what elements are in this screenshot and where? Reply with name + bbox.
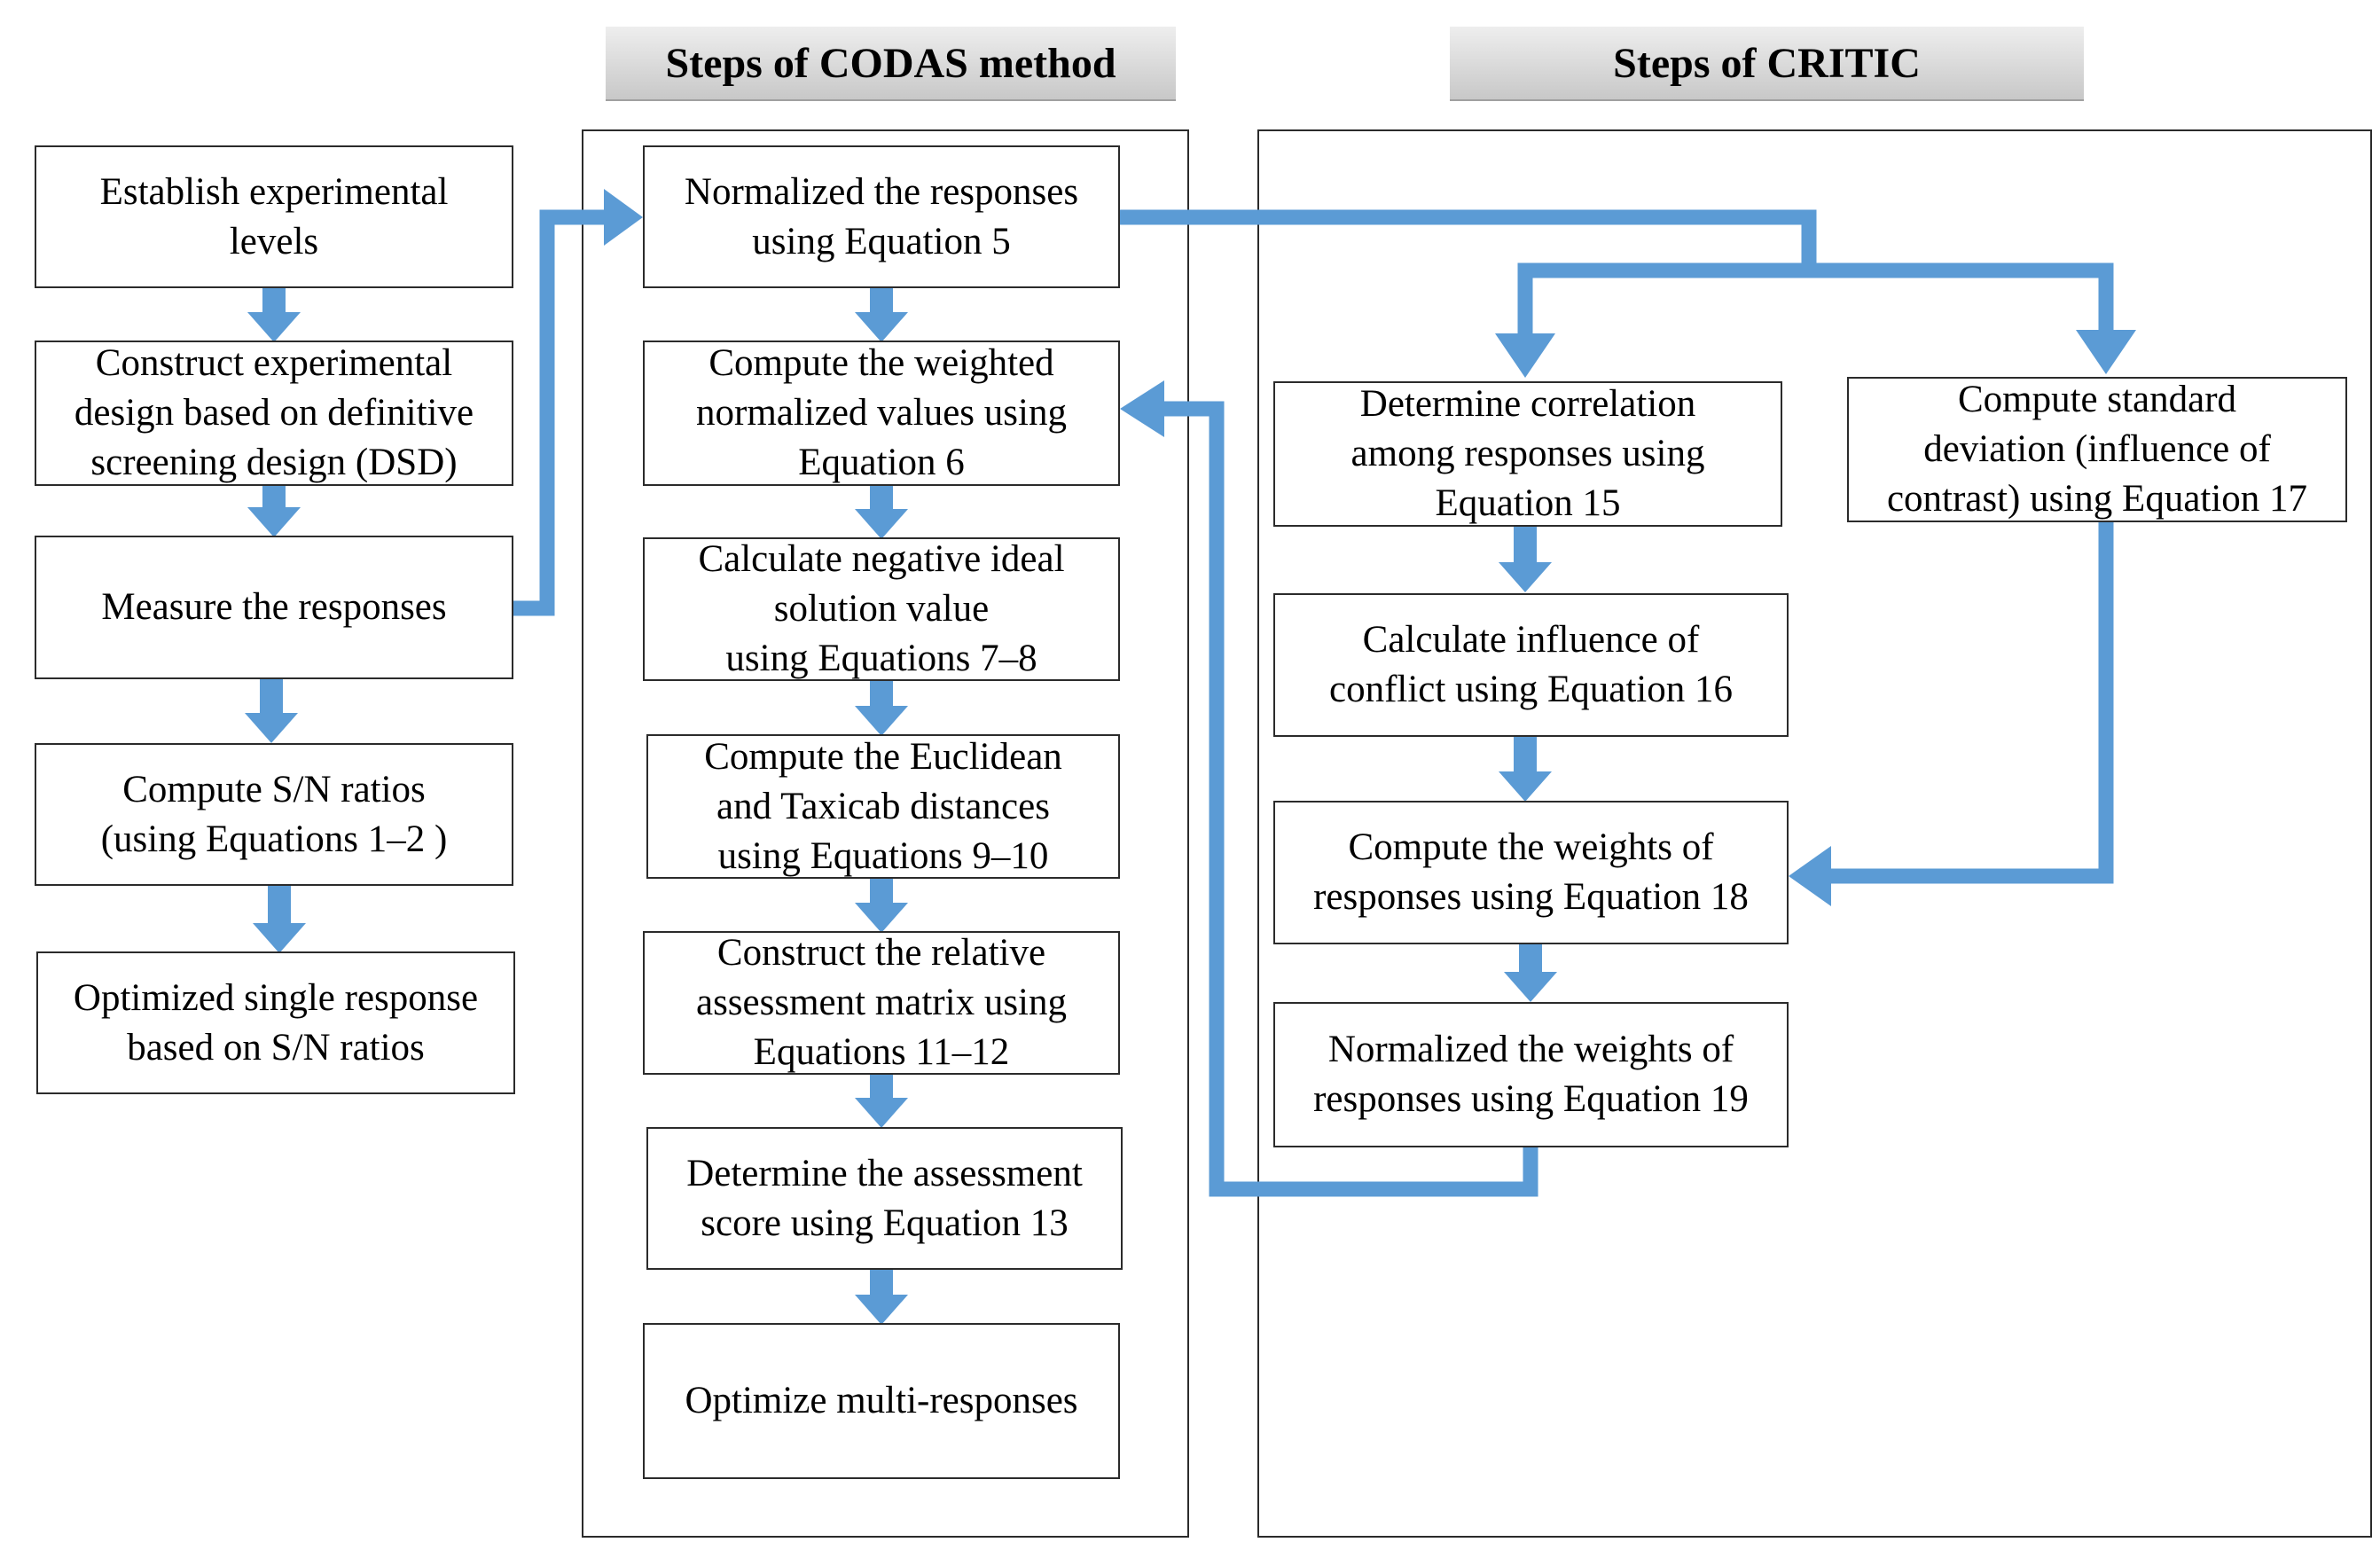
arrow-negative-distances-head (855, 706, 908, 736)
arrow-conflict-weights-head (1499, 771, 1552, 802)
arrow-feedback-line (1162, 401, 1538, 1197)
arrow-normalize-critic-line (1120, 209, 1817, 337)
std-deviation-box: Compute standard deviation (influence of… (1847, 377, 2347, 522)
negative-ideal-box: Calculate negative ideal solution value … (643, 537, 1120, 681)
arrow-stddev-weights-line (1829, 522, 2114, 884)
arrow-design-measure-head (247, 507, 301, 537)
arrow-correlation-conflict-head (1499, 562, 1552, 592)
arrow-feedback-head (1120, 380, 1164, 437)
normalize-responses-box: Normalized the responses using Equation … (643, 145, 1120, 288)
correlation-box: Determine correlation among responses us… (1273, 381, 1782, 527)
codas-panel (582, 129, 1189, 1538)
arrow-matrix-score-head (855, 1098, 908, 1128)
assessment-score-box: Determine the assessment score using Equ… (646, 1127, 1123, 1270)
conflict-box: Calculate influence of conflict using Eq… (1273, 593, 1789, 737)
measure-responses-box: Measure the responses (35, 536, 513, 679)
arrow-to-stddev-head (2076, 330, 2136, 374)
arrow-sn-single-head (253, 923, 306, 953)
establish-levels-box: Establish experimental levels (35, 145, 513, 288)
weighted-normalized-box: Compute the weighted normalized values u… (643, 341, 1120, 486)
compute-weights-box: Compute the weights of responses using E… (1273, 801, 1789, 944)
arrow-levels-design-head (247, 312, 301, 342)
compute-sn-box: Compute S/N ratios (using Equations 1–2 … (35, 743, 513, 886)
arrow-stddev-weights-head (1789, 846, 1831, 906)
arrow-weighted-negative-head (855, 509, 908, 539)
arrow-to-stddev-line (1809, 262, 2114, 333)
critic-panel (1257, 129, 2372, 1538)
arrow-measure-sn-head (245, 713, 298, 743)
arrow-weights-normweights-head (1504, 972, 1557, 1002)
arrow-score-optimize-head (855, 1295, 908, 1325)
optimized-single-box: Optimized single response based on S/N r… (36, 951, 515, 1094)
optimize-multi-box: Optimize multi-responses (643, 1323, 1120, 1479)
distances-box: Compute the Euclidean and Taxicab distan… (646, 734, 1120, 879)
assessment-matrix-box: Construct the relative assessment matrix… (643, 931, 1120, 1075)
critic-header: Steps of CRITIC (1450, 27, 2084, 101)
arrow-measure-normalize-line (513, 209, 607, 616)
arrow-distances-matrix-head (855, 903, 908, 933)
normalize-weights-box: Normalized the weights of responses usin… (1273, 1002, 1789, 1147)
construct-design-box: Construct experimental design based on d… (35, 341, 513, 486)
arrow-to-correlation-head (1495, 333, 1555, 378)
codas-header: Steps of CODAS method (606, 27, 1176, 101)
arrow-normalize-weighted-head (855, 312, 908, 342)
arrow-measure-normalize-head (604, 189, 643, 246)
